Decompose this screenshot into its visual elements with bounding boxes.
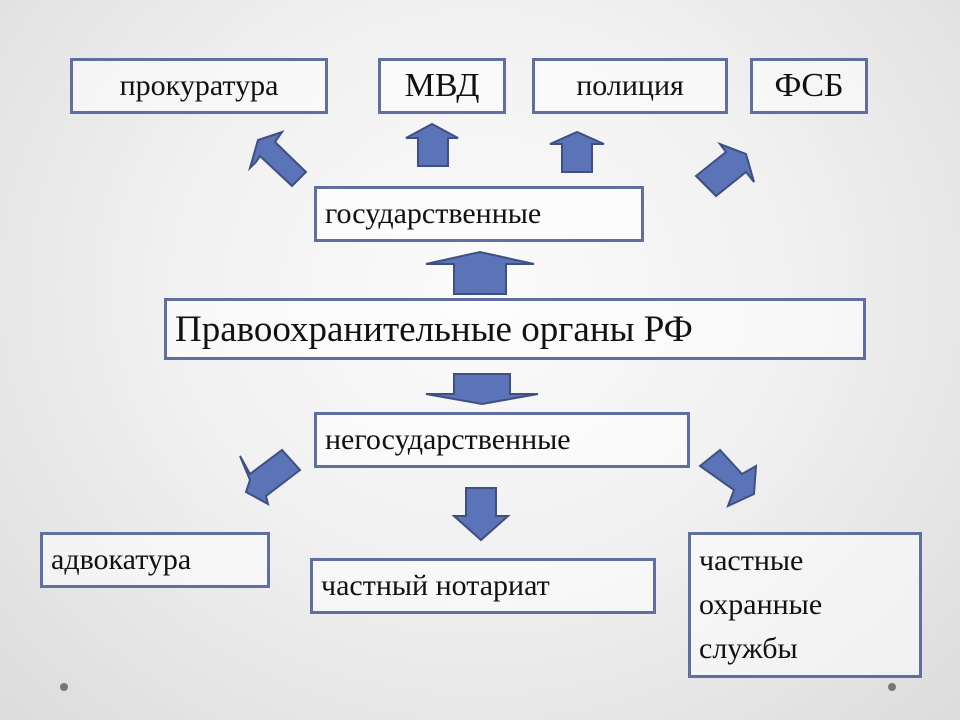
arrow-up-left-icon bbox=[247, 126, 308, 188]
arrow-up-icon bbox=[404, 122, 460, 168]
arrow-down-right-icon bbox=[698, 448, 760, 508]
node-fsb: ФСБ bbox=[750, 58, 868, 114]
node-security-services: частные охранные службы bbox=[688, 532, 922, 678]
node-label: государственные bbox=[325, 197, 542, 230]
node-label: частный нотариат bbox=[321, 569, 550, 602]
node-label: Правоохранительные органы РФ bbox=[175, 308, 693, 350]
node-label: частные охранные службы bbox=[699, 544, 823, 665]
decorative-dot bbox=[888, 683, 896, 691]
arrow-up-right-icon bbox=[694, 140, 756, 200]
decorative-dot bbox=[60, 683, 68, 691]
node-label: МВД bbox=[404, 67, 480, 104]
node-root: Правоохранительные органы РФ bbox=[164, 298, 866, 360]
arrow-down-icon bbox=[451, 486, 511, 542]
node-notary: частный нотариат bbox=[310, 558, 656, 614]
node-label: ФСБ bbox=[774, 67, 844, 104]
node-prokuratura: прокуратура bbox=[70, 58, 328, 114]
arrow-down-left-icon bbox=[238, 448, 302, 506]
arrow-down-icon bbox=[424, 372, 540, 406]
node-nonstate: негосударственные bbox=[314, 412, 690, 468]
node-police: полиция bbox=[532, 58, 728, 114]
node-label: негосударственные bbox=[325, 423, 571, 456]
node-label: прокуратура bbox=[119, 69, 279, 102]
node-state: государственные bbox=[314, 186, 644, 242]
node-label: адвокатура bbox=[51, 543, 192, 576]
arrow-up-icon bbox=[424, 250, 536, 296]
arrow-up-icon bbox=[548, 130, 606, 174]
node-mvd: МВД bbox=[378, 58, 506, 114]
node-label: полиция bbox=[576, 69, 684, 102]
node-advokatura: адвокатура bbox=[40, 532, 270, 588]
